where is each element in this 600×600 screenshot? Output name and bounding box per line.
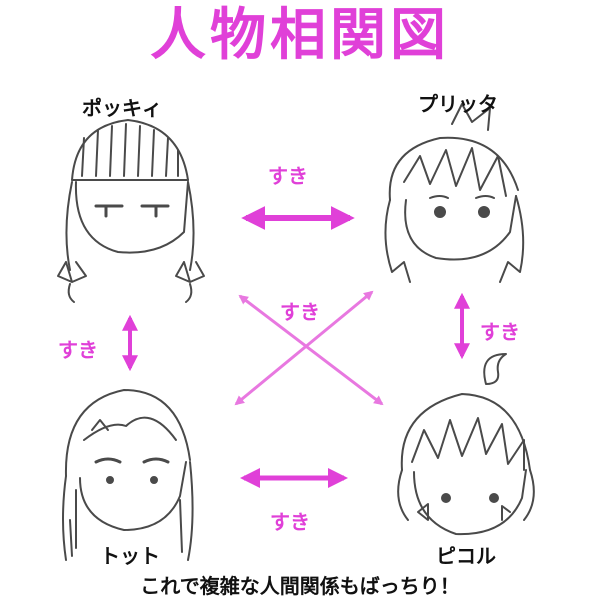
character-name-pokki: ポッキィ [82,96,162,120]
portrait-pritta [384,103,525,283]
character-name-totto: トット [100,544,160,568]
character-name-pritta: プリッタ [418,92,498,116]
relation-label-bottom: すき [270,510,310,534]
portrait-picoru [397,353,535,536]
diagram-title: 人物相関図 [150,3,450,68]
relation-label-left: すき [58,338,98,362]
arrow-pritta-totto [234,290,374,406]
relation-label-top: すき [268,164,308,188]
relation-label-right: すき [480,320,520,344]
character-name-picoru: ピコル [436,544,496,568]
portrait-totto [62,389,194,561]
relation-label-center: すき [280,300,320,324]
portrait-pokki [57,119,205,303]
footer-caption: これで複雑な人間関係もばっちり！ [140,574,460,598]
